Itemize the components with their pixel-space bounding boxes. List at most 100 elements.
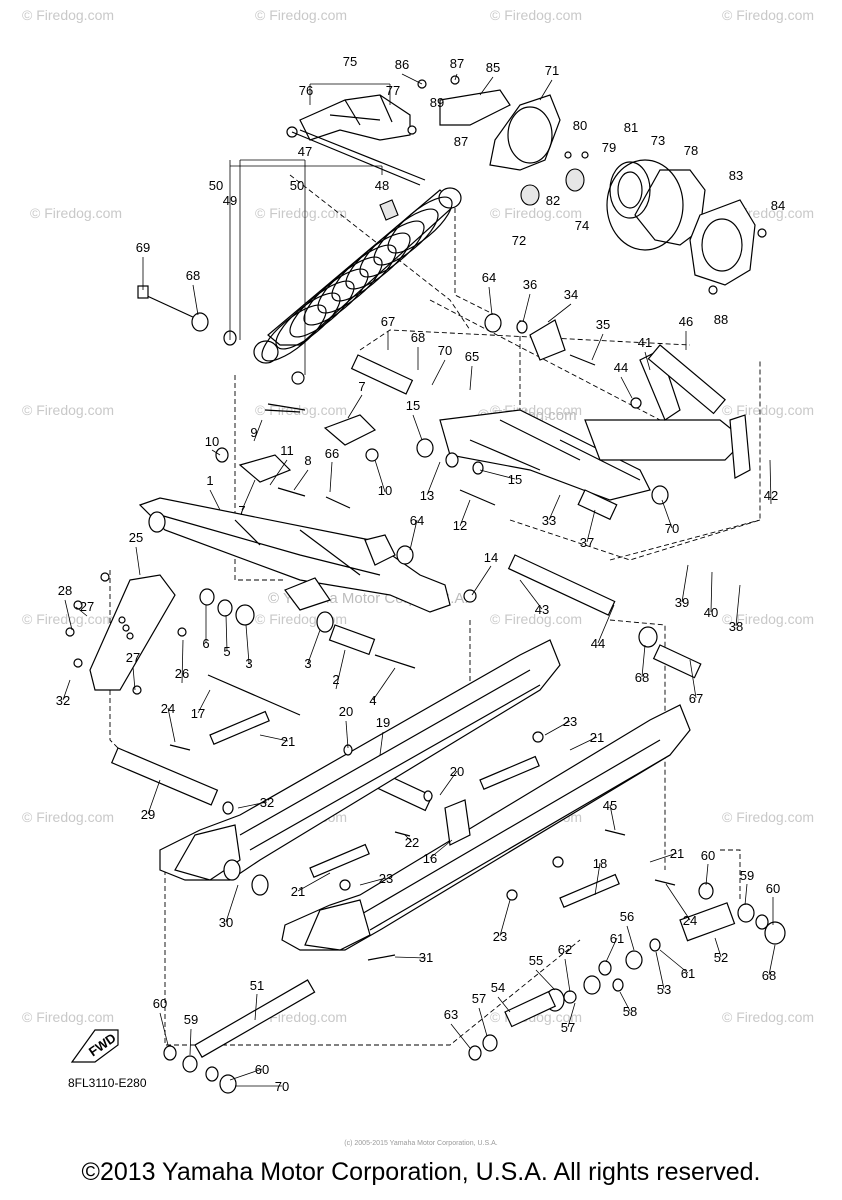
callout-number: 52 bbox=[714, 950, 728, 965]
lower-small-parts bbox=[169, 710, 676, 961]
callout-number: 75 bbox=[343, 54, 357, 69]
leader-line bbox=[241, 479, 256, 511]
callout-number: 29 bbox=[141, 807, 155, 822]
callout-number: 42 bbox=[764, 488, 778, 503]
callout-number: 9 bbox=[250, 425, 257, 440]
callout-number: 60 bbox=[255, 1062, 269, 1077]
callout-number: 68 bbox=[635, 670, 649, 685]
spring-coil bbox=[261, 304, 327, 362]
leader-line bbox=[586, 509, 596, 543]
callout-number: 45 bbox=[603, 798, 617, 813]
leader-line bbox=[335, 649, 346, 690]
callout-number: 21 bbox=[291, 884, 305, 899]
callout-number: 67 bbox=[381, 314, 395, 329]
leader-line bbox=[345, 720, 349, 749]
leader-line bbox=[359, 877, 387, 886]
callout-number: 71 bbox=[545, 63, 559, 78]
leader-line bbox=[768, 944, 776, 976]
callout-number: 66 bbox=[325, 446, 339, 461]
leader-line bbox=[641, 644, 646, 678]
leader-line bbox=[597, 604, 615, 644]
leader-line bbox=[189, 1028, 192, 1056]
callout-number: 61 bbox=[610, 931, 624, 946]
callout-number: 77 bbox=[386, 83, 400, 98]
callout-number: 21 bbox=[590, 730, 604, 745]
leader-line bbox=[245, 624, 250, 664]
callout-number: 70 bbox=[438, 343, 452, 358]
leader-line bbox=[404, 834, 413, 843]
rear-shock-absorber bbox=[253, 187, 462, 364]
shock-spring bbox=[261, 196, 453, 362]
callout-number: 70 bbox=[665, 521, 679, 536]
top-link-assembly bbox=[286, 75, 511, 186]
callout-number: 44 bbox=[614, 360, 628, 375]
callout-number: 37 bbox=[580, 535, 594, 550]
callout-number: 31 bbox=[419, 950, 433, 965]
callout-number: 67 bbox=[689, 691, 703, 706]
leader-line bbox=[548, 494, 561, 521]
callout-number: 84 bbox=[771, 198, 785, 213]
leader-line bbox=[147, 779, 161, 815]
rear-pivot-arm bbox=[439, 313, 751, 521]
middle-link-plates bbox=[215, 403, 496, 509]
leader-line bbox=[661, 499, 673, 529]
spring-coil bbox=[387, 196, 453, 254]
watermark-text: © Firedog.com bbox=[22, 402, 114, 418]
leader-line bbox=[75, 606, 88, 617]
leader-line bbox=[499, 899, 511, 937]
callout-number: 3 bbox=[245, 656, 252, 671]
leader-line bbox=[655, 951, 665, 990]
callout-number: 4 bbox=[369, 693, 376, 708]
leader-line bbox=[735, 584, 741, 627]
leader-line bbox=[347, 394, 363, 419]
leader-line bbox=[714, 937, 722, 958]
callout-number: 61 bbox=[681, 966, 695, 981]
callout-number: 70 bbox=[275, 1079, 289, 1094]
leader-line bbox=[705, 863, 709, 886]
callout-number: 88 bbox=[714, 312, 728, 327]
leader-line bbox=[394, 956, 427, 959]
leader-line bbox=[412, 414, 423, 441]
leader-line bbox=[488, 286, 493, 316]
callout-number: 81 bbox=[624, 120, 638, 135]
callout-number: 2 bbox=[332, 672, 339, 687]
callout-number: 62 bbox=[558, 942, 572, 957]
callout-number: 6 bbox=[202, 636, 209, 651]
watermark-text: © Firedog.com bbox=[22, 7, 114, 23]
callout-number: 35 bbox=[596, 317, 610, 332]
callout-number: 17 bbox=[191, 706, 205, 721]
leader-line bbox=[620, 376, 633, 399]
callout-number: 82 bbox=[546, 193, 560, 208]
callout-number: 16 bbox=[423, 851, 437, 866]
callout-number: 34 bbox=[564, 287, 578, 302]
leader-line bbox=[64, 599, 73, 631]
spring-coil bbox=[359, 220, 425, 278]
watermark-text: © Firedog.com bbox=[722, 1009, 814, 1025]
callout-number: 38 bbox=[729, 619, 743, 634]
callout-number: 63 bbox=[444, 1007, 458, 1022]
leader-line bbox=[62, 679, 71, 701]
leader-line bbox=[167, 707, 176, 743]
spring-coil bbox=[275, 292, 341, 350]
leader-line bbox=[454, 73, 458, 81]
leader-line bbox=[594, 862, 601, 896]
tiny-copyright: (c) 2005-2015 Yamaha Motor Corporation, … bbox=[344, 1140, 498, 1147]
callout-number: 24 bbox=[161, 701, 175, 716]
callout-number: 47 bbox=[298, 144, 312, 159]
leader-line bbox=[605, 937, 618, 963]
callout-number: 30 bbox=[219, 915, 233, 930]
leader-line bbox=[237, 801, 268, 809]
callout-number: 43 bbox=[535, 602, 549, 617]
leader-line bbox=[591, 333, 604, 361]
leader-line bbox=[710, 571, 713, 613]
callout-number: 33 bbox=[542, 513, 556, 528]
leader-line bbox=[297, 872, 331, 892]
callout-number: 48 bbox=[375, 178, 389, 193]
callout-number: 26 bbox=[175, 666, 189, 681]
callout-number: 68 bbox=[186, 268, 200, 283]
leader-line bbox=[547, 303, 572, 323]
spring-coil bbox=[331, 244, 397, 302]
slide-rails bbox=[159, 639, 691, 951]
callout-number: 57 bbox=[561, 1020, 575, 1035]
